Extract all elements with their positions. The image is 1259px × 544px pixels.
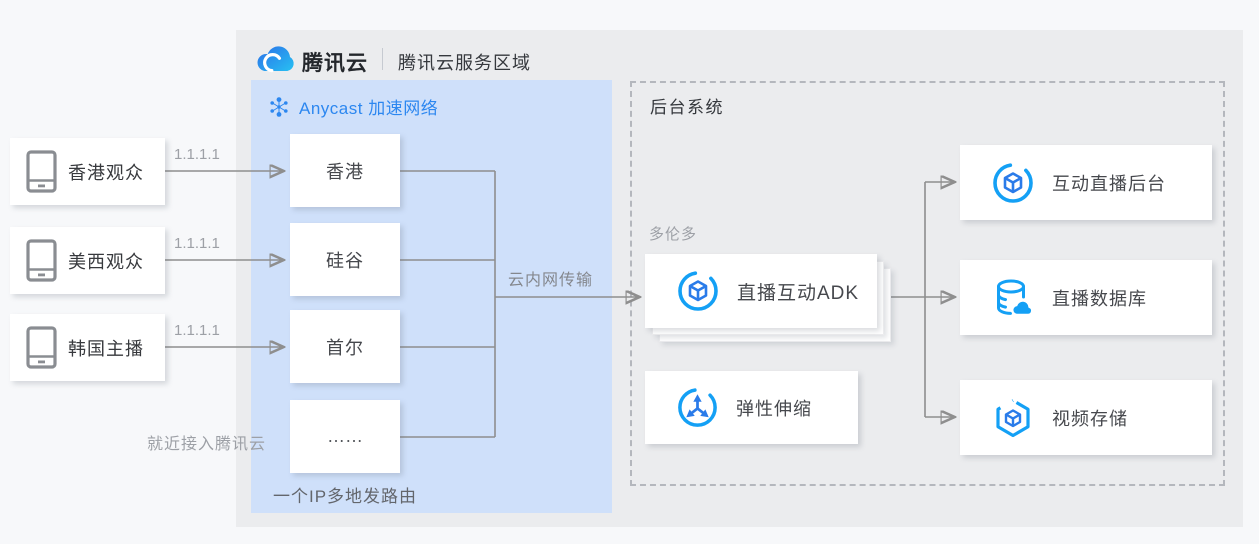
adk-label: 直播互动ADK — [737, 282, 860, 304]
live-interactive-adk-box: 直播互动ADK — [645, 254, 877, 328]
service-label: 直播数据库 — [1052, 288, 1147, 309]
interactive-live-icon — [678, 271, 718, 311]
backend-title: 后台系统 — [650, 98, 724, 117]
anycast-caption: 一个IP多地发路由 — [273, 487, 418, 506]
source-korea-anchor: 韩国主播 — [10, 314, 165, 381]
auto-scaling-box: 弹性伸缩 — [645, 371, 858, 444]
header-divider — [382, 48, 383, 70]
interactive-live-backend-box: 互动直播后台 — [960, 145, 1212, 220]
video-storage-icon — [996, 398, 1030, 437]
node-more: …… — [290, 400, 400, 473]
backend-system-panel — [630, 81, 1225, 486]
intranet-transfer-label: 云内网传输 — [508, 272, 594, 289]
live-database-icon — [997, 279, 1034, 316]
ip-label: 1.1.1.1 — [174, 235, 220, 252]
nearby-access-note: 就近接入腾讯云 — [147, 436, 267, 453]
source-label: 韩国主播 — [68, 338, 144, 359]
source-uswest-viewer: 美西观众 — [10, 227, 165, 294]
anycast-title: Anycast 加速网络 — [299, 99, 439, 118]
node-siliconvalley: 硅谷 — [290, 223, 400, 296]
interactive-live-icon — [993, 162, 1033, 203]
autoscale-label: 弹性伸缩 — [736, 398, 812, 419]
video-storage-box: 视频存储 — [960, 380, 1212, 455]
device-icon — [26, 326, 57, 369]
service-label: 视频存储 — [1052, 408, 1128, 429]
ip-label: 1.1.1.1 — [174, 146, 220, 163]
region-title: 腾讯云服务区域 — [398, 53, 531, 73]
service-label: 互动直播后台 — [1052, 173, 1166, 194]
toronto-region-tag: 多伦多 — [649, 226, 698, 243]
brand-name: 腾讯云 — [302, 52, 368, 75]
source-label: 香港观众 — [68, 162, 144, 183]
ip-label: 1.1.1.1 — [174, 322, 220, 339]
device-icon — [26, 150, 57, 193]
device-icon — [26, 239, 57, 282]
anycast-network-icon — [270, 96, 288, 117]
node-hongkong: 香港 — [290, 134, 400, 207]
source-hongkong-viewer: 香港观众 — [10, 138, 165, 205]
cloud-accent — [1011, 298, 1034, 316]
source-label: 美西观众 — [68, 251, 144, 272]
live-database-box: 直播数据库 — [960, 260, 1212, 335]
tencent-cloud-logo-icon — [257, 46, 294, 73]
node-seoul: 首尔 — [290, 310, 400, 383]
auto-scaling-icon — [678, 388, 717, 427]
